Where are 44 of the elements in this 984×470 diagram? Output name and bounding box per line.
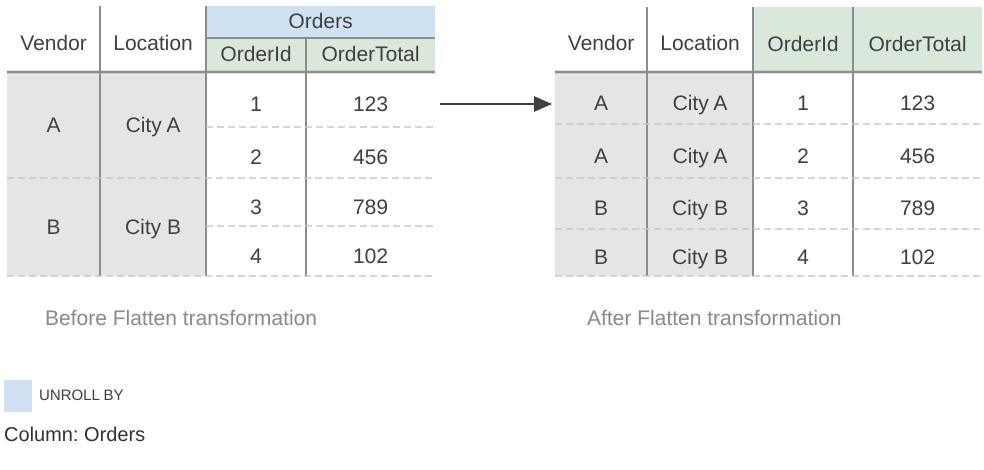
table-value: 2 — [250, 146, 262, 171]
shaded-cell: B — [555, 178, 647, 229]
legend-text: UNROLL BY — [39, 387, 124, 405]
table-value: 456 — [900, 144, 936, 170]
shaded-cell: A — [555, 124, 647, 178]
header-cell: OrderTotal — [853, 7, 982, 72]
data-table — [7, 6, 436, 278]
note-text: Column: Orders — [4, 424, 146, 447]
table-value: 102 — [352, 244, 388, 270]
table-value: 4 — [797, 246, 809, 271]
table-value: 4 — [250, 244, 262, 270]
table-value: 123 — [352, 93, 388, 118]
group-header-cell: Orders — [206, 6, 435, 38]
header-cell: OrderId — [753, 7, 853, 72]
table-value: 1 — [250, 93, 262, 118]
column-header: Vendor — [20, 32, 87, 56]
shaded-cell: City B — [100, 178, 206, 276]
shaded-cell: A — [555, 72, 647, 124]
column-header: Vendor — [568, 32, 634, 57]
shaded-cell: B — [7, 178, 100, 276]
shaded-cell: City A — [647, 124, 753, 178]
column-header: Location — [113, 32, 193, 56]
shaded-cell: City A — [647, 72, 753, 124]
table-caption: After Flatten transformation — [587, 307, 842, 332]
shaded-cell: City B — [647, 178, 753, 229]
table-value: 123 — [900, 92, 936, 116]
arrow — [440, 96, 552, 112]
table-value: 789 — [900, 197, 936, 222]
table-value: 102 — [900, 246, 936, 271]
table-value: 456 — [352, 146, 388, 171]
table-value: 2 — [797, 144, 809, 170]
shaded-cell: City B — [647, 229, 753, 276]
column-header: Location — [660, 32, 740, 57]
header-cell: OrderTotal — [306, 38, 435, 72]
table-value: 3 — [797, 197, 809, 222]
data-table — [555, 7, 983, 278]
shaded-cell: A — [7, 72, 100, 178]
shaded-cell: City A — [100, 72, 206, 178]
table-value: 1 — [797, 92, 809, 116]
table-caption: Before Flatten transformation — [45, 307, 317, 332]
shaded-cell: B — [555, 229, 647, 276]
table-value: 789 — [352, 196, 388, 220]
header-cell: OrderId — [206, 38, 306, 72]
table-value: 3 — [250, 196, 262, 220]
